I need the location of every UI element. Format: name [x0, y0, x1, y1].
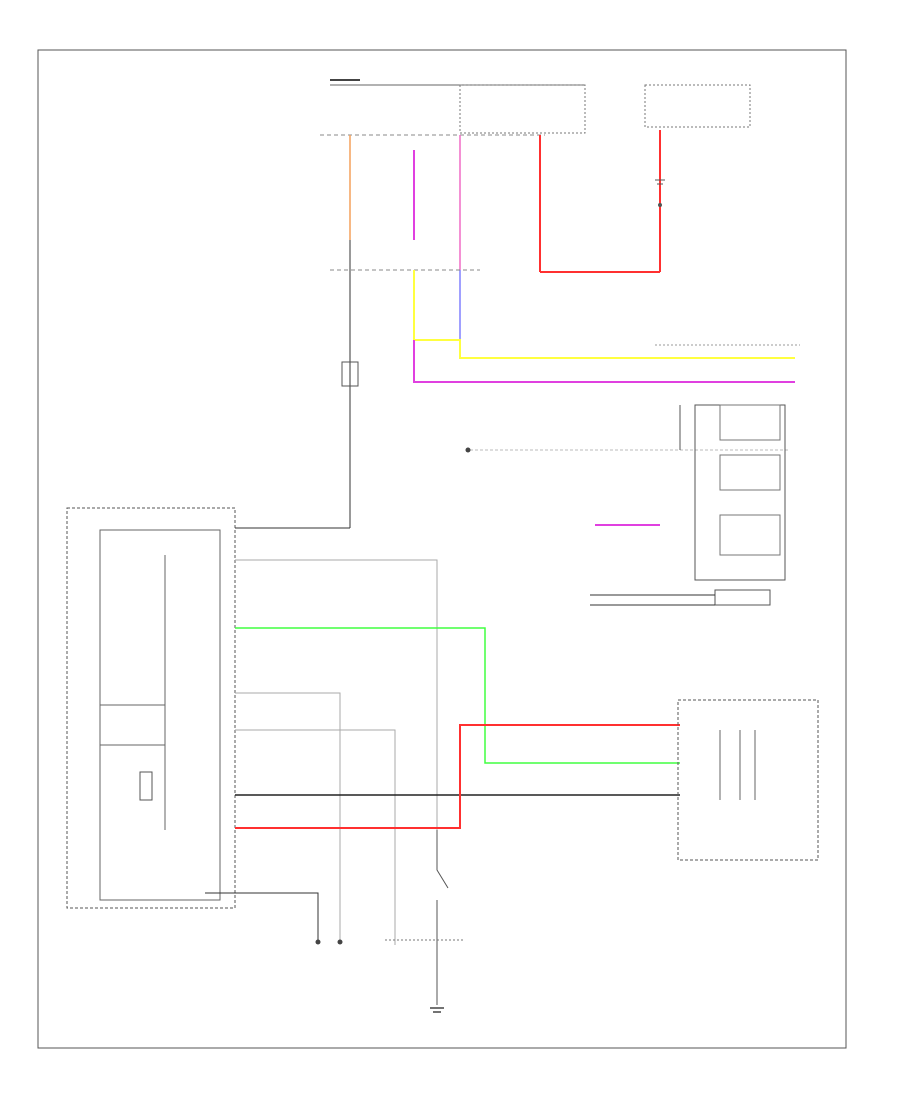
- ground-upper-right: [655, 179, 665, 207]
- control-unit-right: [677, 699, 819, 861]
- fuse-box-main: [320, 79, 586, 136]
- wire-yellow-right: [413, 270, 795, 359]
- connector-pin-1: [315, 939, 321, 945]
- wire-red-main: [235, 724, 680, 829]
- ground-bottom: [385, 830, 465, 1013]
- wire-gray-1: [235, 559, 438, 830]
- wire-magenta-right: [413, 340, 795, 383]
- wire-green: [235, 627, 680, 764]
- connector-pin-2: [337, 939, 343, 945]
- wire-black-bottom: [205, 892, 319, 940]
- diagram-frame: [37, 49, 847, 1049]
- connector-block-right: [679, 404, 786, 606]
- fuse-box-right: [644, 84, 751, 128]
- junction-left: [341, 361, 359, 387]
- ground-middle: [465, 447, 790, 453]
- wire-gray-2: [235, 692, 341, 940]
- wire-gray-3: [235, 729, 396, 945]
- control-unit-left: [66, 507, 236, 909]
